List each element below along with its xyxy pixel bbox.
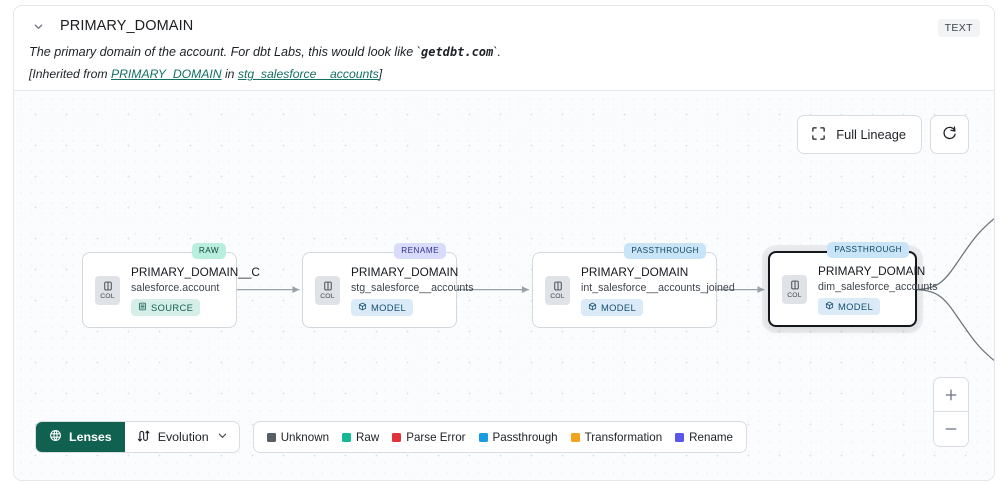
lenses-button[interactable]: Lenses bbox=[36, 422, 125, 452]
legend-item: Passthrough bbox=[478, 430, 558, 444]
node-body: PRIMARY_DOMAIN__C salesforce.account SOU… bbox=[120, 265, 260, 316]
panel-header: PRIMARY_DOMAIN TEXT The primary domain o… bbox=[14, 6, 994, 91]
zoom-in-button[interactable] bbox=[934, 378, 968, 412]
legend-swatch-unknown bbox=[266, 432, 276, 442]
zoom-out-button[interactable] bbox=[934, 412, 968, 446]
cube-icon bbox=[358, 302, 367, 313]
lineage-node-selected[interactable]: PASSTHROUGH COL PRIMARY_DOMAIN dim_sales… bbox=[768, 242, 938, 327]
inherited-middle: in bbox=[221, 67, 238, 82]
node-title: PRIMARY_DOMAIN bbox=[818, 263, 926, 278]
legend-item: Raw bbox=[342, 431, 379, 444]
node-body: PRIMARY_DOMAIN int_salesforce__accounts_… bbox=[570, 265, 735, 316]
cube-icon bbox=[825, 301, 834, 312]
type-badge: TEXT bbox=[937, 19, 980, 37]
lineage-node[interactable]: RENAME COL PRIMARY_DOMAIN stg_salesforce… bbox=[302, 243, 474, 328]
node-subtitle: salesforce.account bbox=[131, 281, 220, 294]
expand-icon bbox=[811, 126, 826, 144]
full-lineage-button[interactable]: Full Lineage bbox=[797, 115, 922, 154]
node-title: PRIMARY_DOMAIN bbox=[581, 264, 689, 279]
node-title: PRIMARY_DOMAIN__C bbox=[131, 264, 260, 279]
page-title: PRIMARY_DOMAIN bbox=[60, 18, 194, 34]
node-subtitle: int_salesforce__accounts_joined bbox=[581, 281, 735, 294]
legend-label: Passthrough bbox=[492, 430, 558, 444]
node-title: PRIMARY_DOMAIN bbox=[351, 264, 459, 279]
inherited-from-line: [Inherited from PRIMARY_DOMAIN in stg_sa… bbox=[14, 61, 994, 81]
chevron-down-icon bbox=[217, 430, 228, 444]
full-lineage-label: Full Lineage bbox=[836, 127, 906, 142]
legend-item: Transformation bbox=[570, 430, 663, 444]
node-type-label: MODEL bbox=[838, 300, 874, 312]
node-tag: RAW bbox=[191, 243, 226, 259]
legend-item: Parse Error bbox=[392, 430, 466, 444]
lenses-label: Lenses bbox=[69, 430, 112, 444]
node-body: PRIMARY_DOMAIN stg_salesforce__accounts … bbox=[340, 265, 474, 316]
legend-label: Transformation bbox=[584, 430, 663, 444]
evolution-icon bbox=[136, 429, 150, 446]
description-text-pre: The primary domain of the account. For d… bbox=[29, 45, 421, 59]
legend-swatch-raw bbox=[342, 432, 352, 442]
canvas-bottom-toolbar: Lenses Evolution bbox=[35, 421, 747, 453]
inherited-suffix: ] bbox=[378, 67, 383, 82]
legend-swatch-parse-error bbox=[392, 432, 402, 442]
node-type-badge: MODEL bbox=[351, 298, 414, 316]
legend-item: Unknown bbox=[266, 430, 330, 444]
description-code: getdbt.com bbox=[421, 45, 494, 59]
evolution-dropdown[interactable]: Evolution bbox=[125, 422, 239, 452]
node-type-label: SOURCE bbox=[151, 301, 194, 313]
node-type-label: MODEL bbox=[601, 301, 637, 313]
refresh-icon bbox=[941, 124, 958, 146]
description-text-post: `. bbox=[493, 45, 501, 59]
node-type-badge: MODEL bbox=[581, 298, 644, 316]
column-description: The primary domain of the account. For d… bbox=[14, 36, 994, 61]
lenses-evolution-group: Lenses Evolution bbox=[35, 421, 240, 453]
node-type-badge: SOURCE bbox=[131, 298, 201, 316]
column-icon: COL bbox=[315, 275, 340, 305]
lens-icon bbox=[49, 429, 62, 445]
lineage-node[interactable]: PASSTHROUGH COL PRIMARY_DOMAIN int_sales… bbox=[532, 243, 735, 328]
lineage-node[interactable]: RAW COL PRIMARY_DOMAIN__C salesforce.acc… bbox=[82, 243, 260, 328]
legend-label: Rename bbox=[689, 430, 733, 444]
inherited-model-link[interactable]: stg_salesforce__accounts bbox=[237, 67, 379, 82]
evolution-label: Evolution bbox=[157, 430, 209, 444]
column-icon-label: COL bbox=[787, 292, 802, 299]
legend-label: Parse Error bbox=[406, 430, 466, 444]
lineage-edges bbox=[236, 218, 994, 361]
zoom-controls bbox=[933, 377, 969, 447]
canvas-top-controls: Full Lineage bbox=[797, 115, 969, 154]
chevron-down-icon[interactable] bbox=[29, 17, 47, 35]
legend-label: Unknown bbox=[280, 430, 330, 444]
node-tag: PASSTHROUGH bbox=[624, 243, 706, 259]
node-type-label: MODEL bbox=[371, 301, 407, 313]
cube-icon bbox=[588, 302, 597, 313]
node-type-badge: MODEL bbox=[818, 297, 881, 315]
column-icon-label: COL bbox=[550, 293, 565, 300]
database-icon bbox=[138, 302, 147, 313]
lineage-legend: Unknown Raw Parse Error Passthrough Tran… bbox=[252, 421, 747, 453]
column-icon: COL bbox=[95, 275, 120, 305]
legend-swatch-transformation bbox=[570, 432, 580, 442]
legend-item: Rename bbox=[675, 431, 733, 444]
legend-label: Raw bbox=[356, 430, 380, 444]
node-subtitle: dim_salesforce_accounts bbox=[818, 280, 938, 293]
lineage-canvas[interactable]: Full Lineage bbox=[14, 91, 994, 480]
column-icon-label: COL bbox=[320, 293, 335, 300]
legend-swatch-passthrough bbox=[478, 432, 488, 442]
refresh-button[interactable] bbox=[930, 115, 969, 154]
legend-swatch-rename bbox=[675, 432, 685, 442]
node-body: PRIMARY_DOMAIN dim_salesforce_accounts M… bbox=[807, 264, 938, 315]
column-detail-panel: PRIMARY_DOMAIN TEXT The primary domain o… bbox=[13, 5, 995, 481]
node-tag: PASSTHROUGH bbox=[827, 242, 909, 258]
column-icon-label: COL bbox=[100, 293, 115, 300]
column-icon: COL bbox=[545, 275, 570, 305]
column-icon: COL bbox=[782, 274, 807, 304]
node-tag: RENAME bbox=[394, 243, 446, 259]
node-subtitle: stg_salesforce__accounts bbox=[351, 281, 474, 294]
header-title-row: PRIMARY_DOMAIN bbox=[14, 6, 994, 36]
inherited-prefix: [Inherited from bbox=[29, 67, 111, 82]
inherited-column-link[interactable]: PRIMARY_DOMAIN bbox=[110, 67, 222, 82]
